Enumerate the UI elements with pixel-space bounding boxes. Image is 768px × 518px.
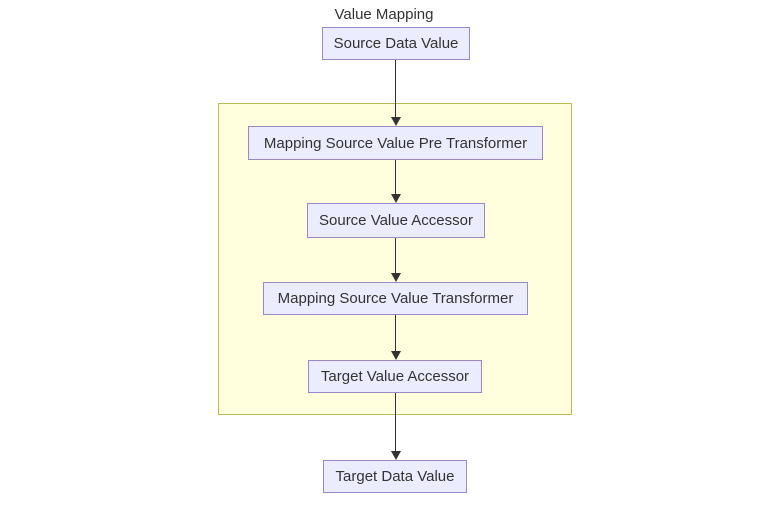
node-label: Source Data Value [333,35,459,52]
node-label: Mapping Source Value Transformer [277,290,514,307]
node-target-data-value: Target Data Value [323,460,467,493]
edge-source-to-pre-transformer [390,60,401,126]
arrowhead-down-icon [390,451,401,460]
edge-line [394,60,396,118]
arrowhead-down-icon [390,117,401,126]
node-label: Target Data Value [335,468,455,485]
edge-line [394,160,396,195]
node-source-data-value: Source Data Value [322,27,470,60]
node-label: Source Value Accessor [319,212,473,229]
node-transformer: Mapping Source Value Transformer [263,282,528,315]
arrowhead-down-icon [390,273,401,282]
edge-target-accessor-to-target-data [390,393,401,460]
node-label: Target Value Accessor [320,368,470,385]
arrowhead-down-icon [390,194,401,203]
node-label: Mapping Source Value Pre Transformer [263,134,528,152]
edge-line [394,315,396,352]
subgraph-label: Value Mapping [334,6,434,23]
node-source-accessor: Source Value Accessor [307,203,485,238]
arrowhead-down-icon [390,351,401,360]
edge-line [394,393,396,452]
node-pre-transformer: Mapping Source Value Pre Transformer [248,126,543,160]
edge-pre-transformer-to-source-accessor [390,160,401,203]
edge-line [394,238,396,274]
edge-source-accessor-to-transformer [390,238,401,282]
edge-transformer-to-target-accessor [390,315,401,360]
node-target-accessor: Target Value Accessor [308,360,482,393]
